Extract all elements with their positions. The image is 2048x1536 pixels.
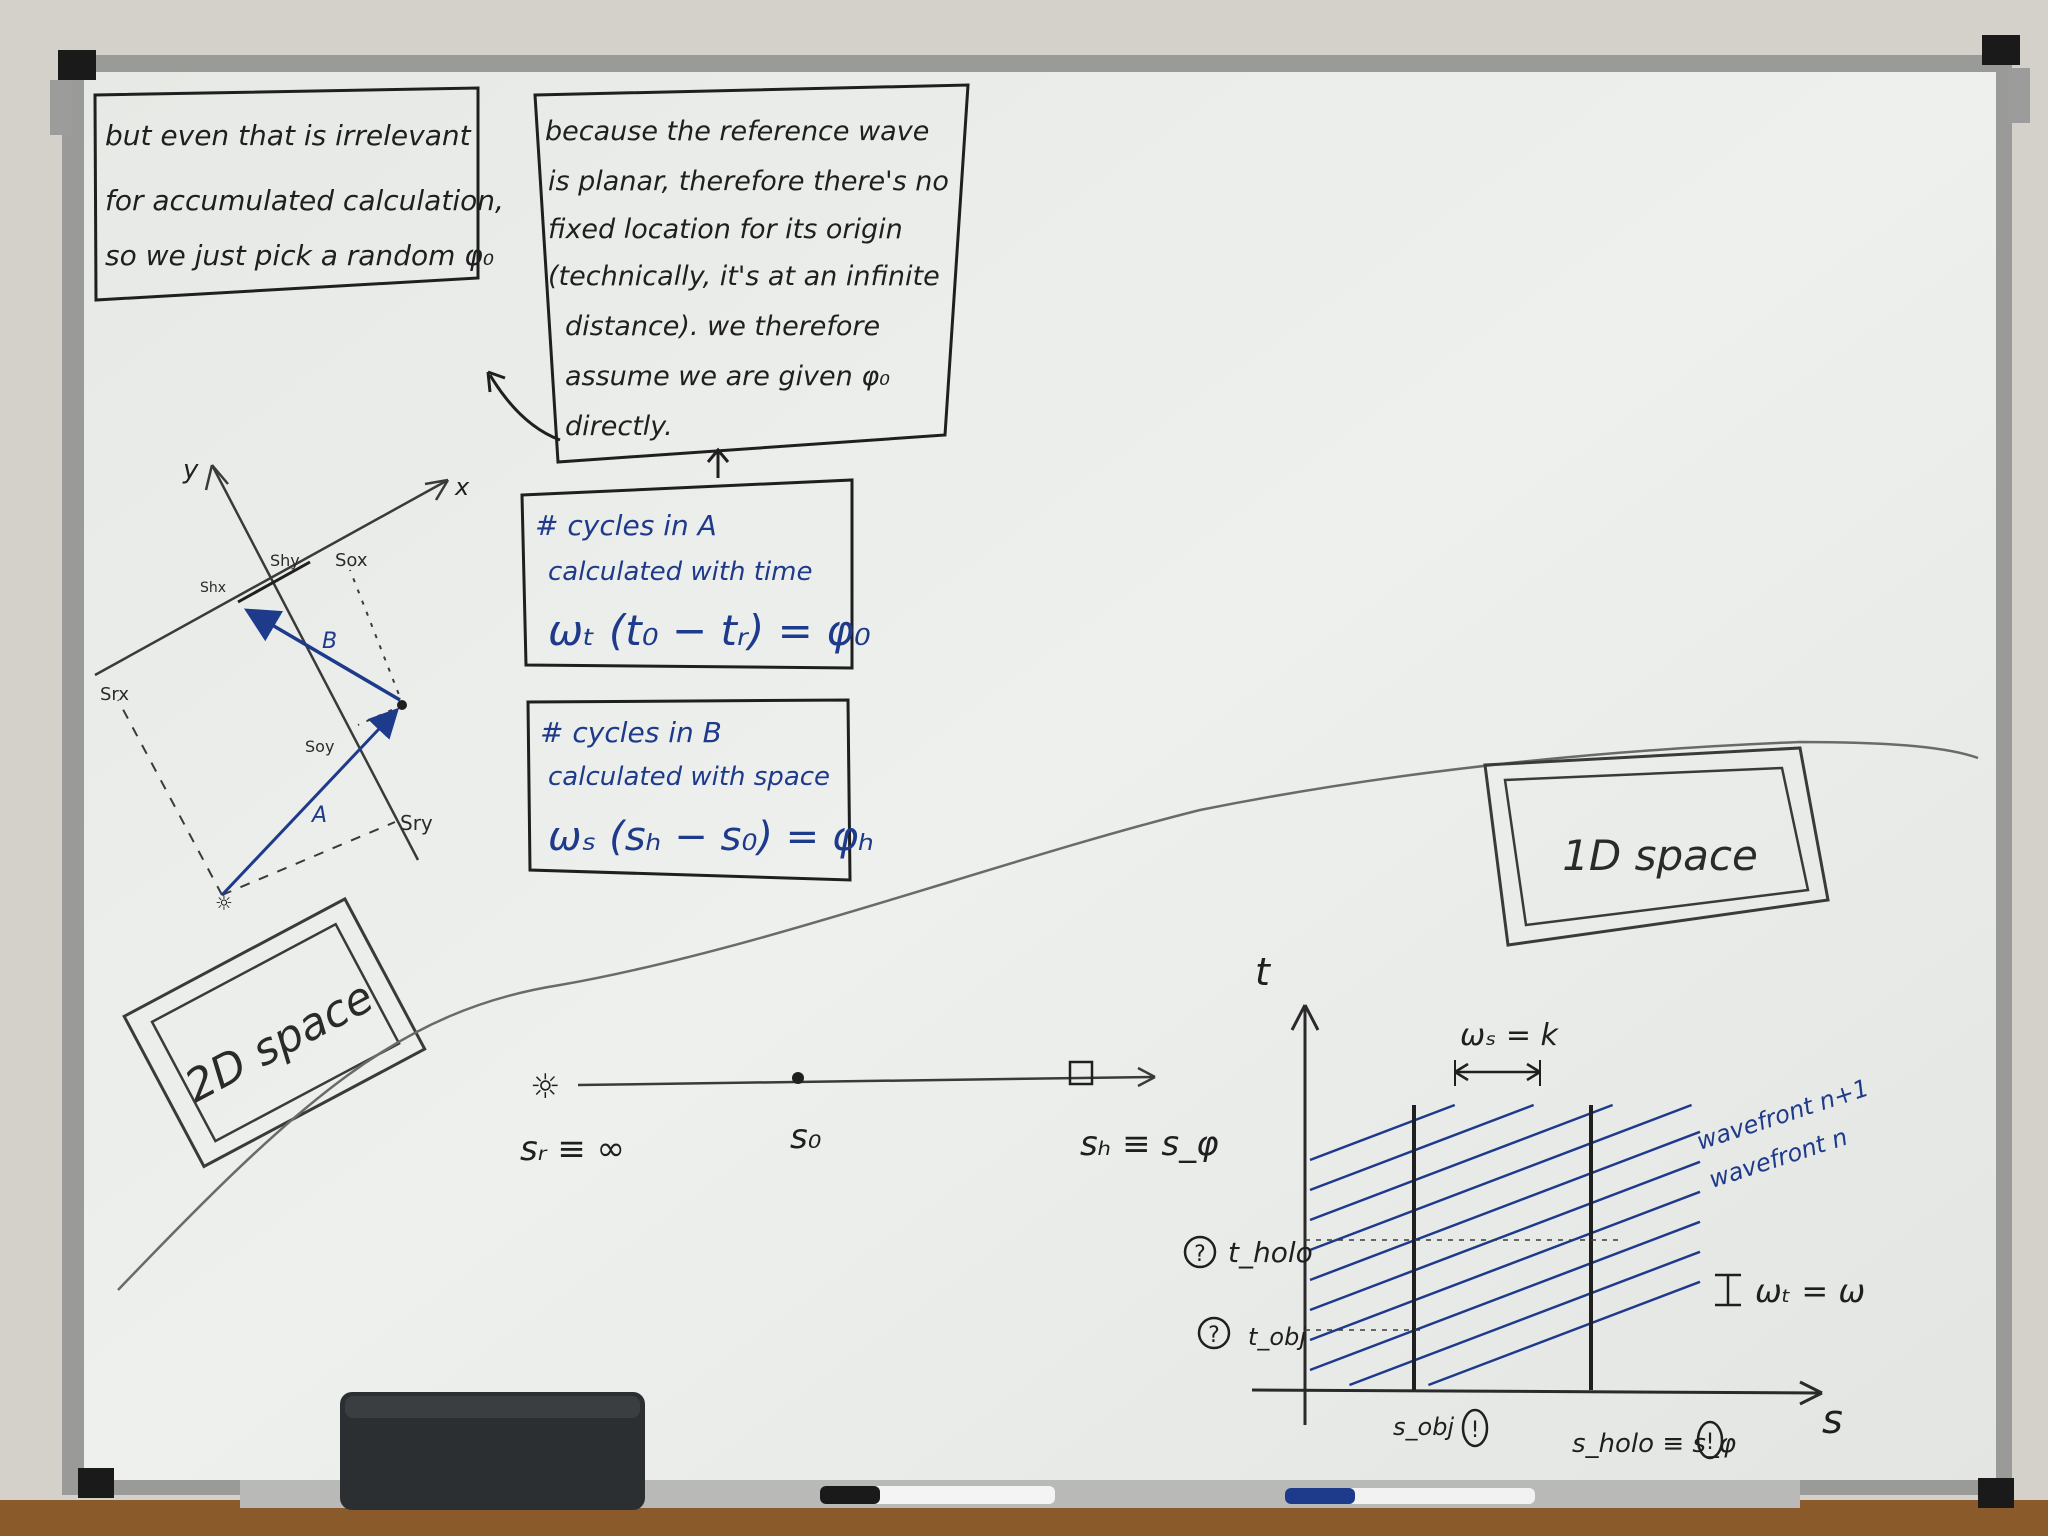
box-b [526, 698, 852, 882]
label-sry: Sry [400, 811, 433, 835]
note-reference-line-7: directly. [565, 411, 673, 442]
frame-corner [1982, 35, 2020, 65]
label-shx: Shx [200, 580, 226, 596]
frame-corner [78, 1468, 114, 1498]
label-sh: sₕ ≡ s_φ [1080, 1124, 1219, 1164]
t-holo-question: ? [1194, 1242, 1206, 1267]
label-s-holo: s_holo ≡ s_φ [1572, 1429, 1736, 1459]
s-holo-exclaim: ! [1706, 1430, 1715, 1455]
label-soy: Soy [305, 737, 334, 756]
box-a-formula: ωₜ (t₀ − tᵣ) = φ₀ [548, 606, 871, 655]
badge-1d-space: 1D space [1483, 746, 1830, 947]
vector-b-label: B [322, 629, 337, 654]
s-obj-exclaim: ! [1471, 1418, 1480, 1443]
wavefront-line [1349, 1250, 1701, 1387]
diagram-2d: y x ☼ A B Shx Shy Sox Srx Soy Sry [94, 455, 470, 915]
marker-blue-cap [1285, 1488, 1355, 1504]
note-reference-line-3: fixed location for its origin [548, 214, 903, 245]
label-so: s₀ [790, 1117, 822, 1157]
label-wt: ωₜ = ω [1755, 1272, 1865, 1310]
box-b-line-1: # cycles in B [540, 716, 722, 749]
note-reference-line-1: because the reference wave [545, 116, 929, 147]
wavefront-line [1309, 1130, 1701, 1282]
note-reference-line-6: assume we are given φ₀ [565, 361, 890, 392]
t-obj-question: ? [1208, 1323, 1220, 1348]
wavefront-line [1427, 1280, 1701, 1387]
note-box-reference [533, 83, 970, 464]
axis-s-label: s [1822, 1397, 1843, 1443]
line-1d: ☼ sᵣ ≡ ∞ s₀ sₕ ≡ s_φ [520, 1060, 1219, 1169]
wavefront-line [1309, 1103, 1535, 1192]
wavefront-line [1309, 1103, 1614, 1222]
wavefront-line [1309, 1190, 1701, 1342]
hologram-plate-icon [1068, 1060, 1094, 1086]
wavefront-lines [1309, 1103, 1701, 1387]
label-shy: Shy [270, 551, 300, 570]
marker-black-cap [820, 1486, 880, 1504]
vector-a-label: A [310, 803, 327, 828]
frame-corner [58, 50, 96, 80]
wavefront-line [1309, 1160, 1701, 1312]
wavefront-line [1309, 1103, 1693, 1252]
note-reference-line-5: distance). we therefore [565, 311, 880, 342]
box-a [520, 478, 854, 670]
source-bulb-icon: ☼ [215, 891, 233, 915]
label-srx: Srx [100, 684, 129, 705]
source-bulb-icon-1d: ☼ [530, 1067, 560, 1107]
note-top-left-line-1: but even that is irrelevant [105, 119, 472, 152]
axis-y-label: y [182, 455, 199, 485]
note-top-left-line-3: so we just pick a random φ₀ [105, 239, 494, 272]
axis-x-label: x [454, 473, 470, 501]
note-reference-line-2: is planar, therefore there's no [548, 166, 949, 197]
note-top-left-line-2: for accumulated calculation, [105, 184, 504, 217]
frame-clip [50, 80, 72, 135]
label-s-obj: s_obj [1393, 1413, 1454, 1441]
box-b-formula: ωₛ (sₕ − s₀) = φₕ [548, 814, 874, 860]
arrow-head [486, 370, 506, 393]
wavefront-line [1309, 1103, 1456, 1162]
axis-t-label: t [1255, 950, 1272, 994]
s-axis [1251, 1388, 1823, 1395]
label-ws: ωₛ = k [1460, 1018, 1560, 1053]
note-reference-line-4: (technically, it's at an infinite [548, 261, 940, 292]
arrow-to-top-left [488, 374, 561, 442]
label-t-holo: t_holo [1228, 1236, 1313, 1269]
box-a-line-2: calculated with time [548, 557, 813, 587]
box-a-line-1: # cycles in A [535, 509, 717, 542]
eraser[interactable] [340, 1392, 645, 1510]
label-sox: Sox [335, 550, 368, 571]
label-sr: sᵣ ≡ ∞ [520, 1129, 625, 1169]
badge-1d-label: 1D space [1562, 831, 1758, 880]
arrow-up [706, 447, 730, 478]
note-box-top-left [93, 86, 480, 302]
label-t-obj: t_obj [1248, 1323, 1306, 1351]
frame-corner [1978, 1478, 2014, 1508]
board-surface [84, 72, 1996, 1480]
box-b-line-2: calculated with space [548, 762, 830, 792]
frame-clip [2008, 68, 2030, 123]
wavefront-line [1309, 1220, 1701, 1372]
divider-curve [117, 740, 1979, 1291]
eraser-top [345, 1396, 640, 1418]
